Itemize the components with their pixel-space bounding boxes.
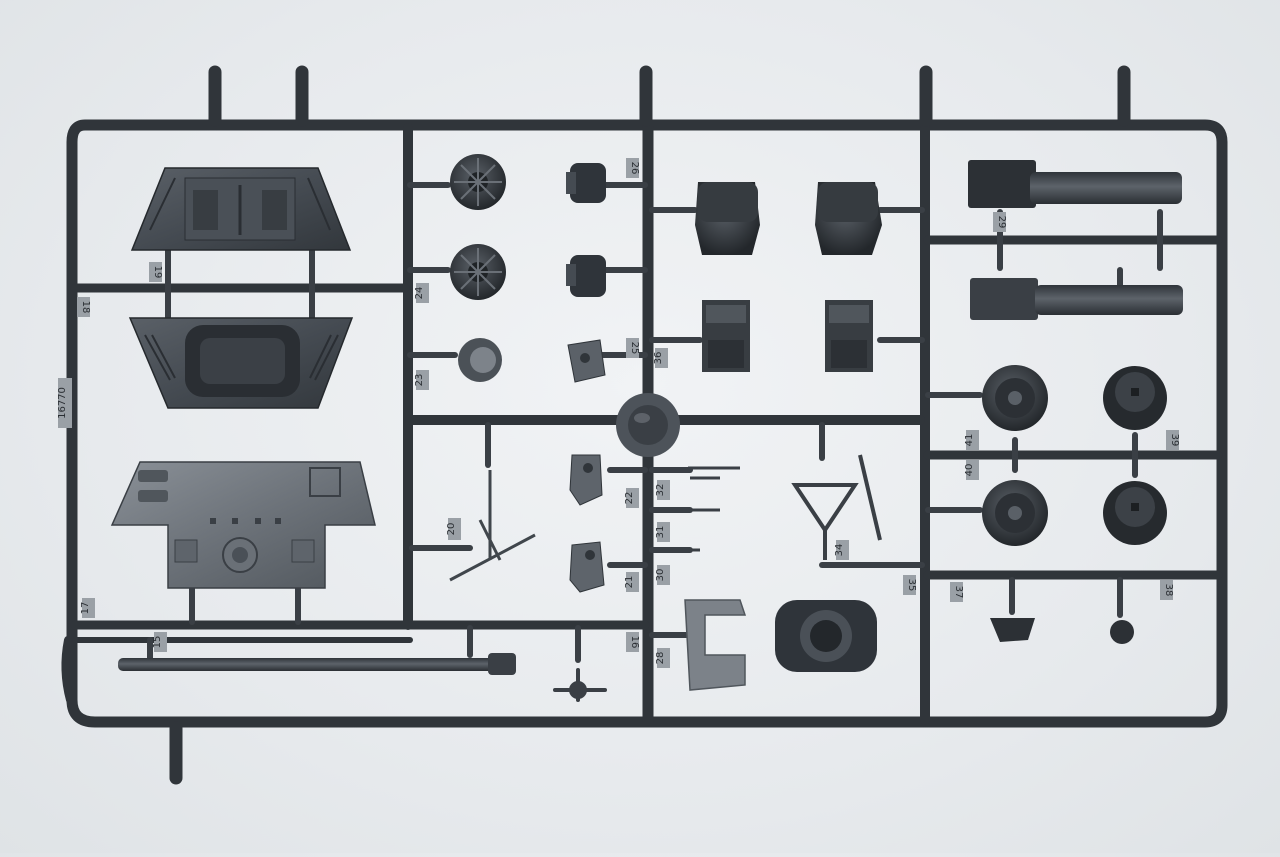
part-tag-21: 21 — [624, 572, 639, 592]
part-tag-37: 37 — [950, 582, 964, 602]
part-drive-hub — [1103, 366, 1167, 430]
svg-text:39: 39 — [1169, 434, 1180, 447]
svg-text:20: 20 — [446, 523, 457, 536]
part-tag-23: 23 — [414, 370, 429, 390]
svg-text:35: 35 — [906, 579, 917, 592]
part-tag-32: 32 — [655, 480, 670, 500]
part-road-wheel — [450, 244, 506, 300]
part-tag-31: 31 — [655, 522, 670, 542]
svg-text:29: 29 — [996, 216, 1007, 229]
part-tag-28: 28 — [655, 648, 670, 668]
part-gun-barrel — [118, 653, 516, 675]
part-drive-hub — [1103, 481, 1167, 545]
part-pin-set — [688, 466, 740, 552]
part-road-wheel — [450, 154, 506, 210]
part-box — [825, 300, 873, 372]
svg-text:23: 23 — [414, 374, 425, 387]
svg-text:40: 40 — [964, 464, 975, 477]
svg-text:28: 28 — [655, 652, 666, 665]
part-front-hull-plate — [130, 167, 352, 251]
part-clamp-plate — [684, 599, 747, 691]
part-rear-hull-plate — [110, 461, 376, 589]
svg-text:25: 25 — [629, 342, 640, 355]
part-small-bracket — [569, 454, 603, 506]
part-tag-19: 19 — [149, 262, 163, 282]
sprue-frame — [61, 65, 1228, 785]
part-tag-34: 34 — [834, 540, 849, 560]
part-ring — [458, 338, 502, 382]
svg-text:34: 34 — [834, 544, 845, 557]
part-sprocket — [982, 365, 1048, 431]
svg-text:36: 36 — [653, 352, 664, 365]
svg-text:26: 26 — [629, 162, 640, 175]
svg-text:18: 18 — [80, 301, 91, 314]
svg-text:24: 24 — [414, 287, 425, 300]
svg-text:32: 32 — [655, 484, 666, 497]
part-box — [702, 300, 750, 372]
part-small-bracket — [569, 541, 605, 593]
svg-text:30: 30 — [655, 569, 666, 582]
part-tag-17: 17 — [80, 598, 95, 618]
part-tag-15: 15 — [152, 632, 167, 652]
part-a-frame — [791, 454, 882, 560]
part-number-tags: 18 19 17 15 16 24 23 25 36 20 22 21 32 3… — [77, 158, 1180, 668]
part-tag-30: 30 — [655, 565, 670, 585]
part-tag-40: 40 — [964, 460, 979, 480]
part-idler-hub — [566, 163, 606, 203]
svg-text:22: 22 — [624, 492, 635, 505]
svg-text:16770: 16770 — [57, 387, 68, 419]
part-tag-25: 25 — [626, 338, 640, 358]
part-tag-22: 22 — [624, 488, 639, 508]
part-exhaust-pipe — [970, 278, 1183, 320]
part-exhaust-housing — [815, 182, 882, 255]
part-sprocket — [982, 480, 1048, 546]
part-tag-29: 29 — [993, 212, 1007, 232]
part-small-knob — [990, 618, 1035, 642]
part-tag-16: 16 — [626, 632, 640, 652]
sprue-hub — [616, 393, 680, 457]
part-hatch-ring — [775, 600, 877, 672]
part-tag-36: 36 — [653, 348, 668, 368]
part-tag-24: 24 — [414, 283, 429, 303]
part-tag-35: 35 — [903, 575, 917, 595]
part-tag-20: 20 — [446, 518, 461, 540]
svg-text:16: 16 — [629, 636, 640, 649]
svg-text:15: 15 — [152, 636, 163, 649]
part-small-cross — [553, 668, 607, 702]
svg-text:21: 21 — [624, 576, 635, 589]
svg-text:37: 37 — [953, 586, 964, 599]
part-glacis-plate — [128, 317, 354, 409]
part-tag-39: 39 — [1166, 430, 1180, 450]
part-bracket — [567, 339, 606, 383]
part-tag-18: 18 — [77, 297, 91, 317]
part-antenna-rod — [449, 470, 536, 582]
part-exhaust-pipe — [968, 160, 1182, 208]
part-exhaust-housing — [695, 182, 760, 255]
sprue-code-label: 16770 — [57, 378, 72, 428]
part-small-knob — [1110, 620, 1134, 644]
svg-text:41: 41 — [964, 434, 975, 447]
svg-text:17: 17 — [80, 602, 91, 615]
part-tag-26: 26 — [626, 158, 640, 178]
svg-text:19: 19 — [152, 266, 163, 279]
svg-text:38: 38 — [1163, 584, 1174, 597]
part-tag-41: 41 — [964, 430, 979, 450]
part-idler-hub — [566, 255, 606, 297]
part-tag-38: 38 — [1160, 580, 1174, 600]
svg-text:31: 31 — [655, 526, 666, 539]
